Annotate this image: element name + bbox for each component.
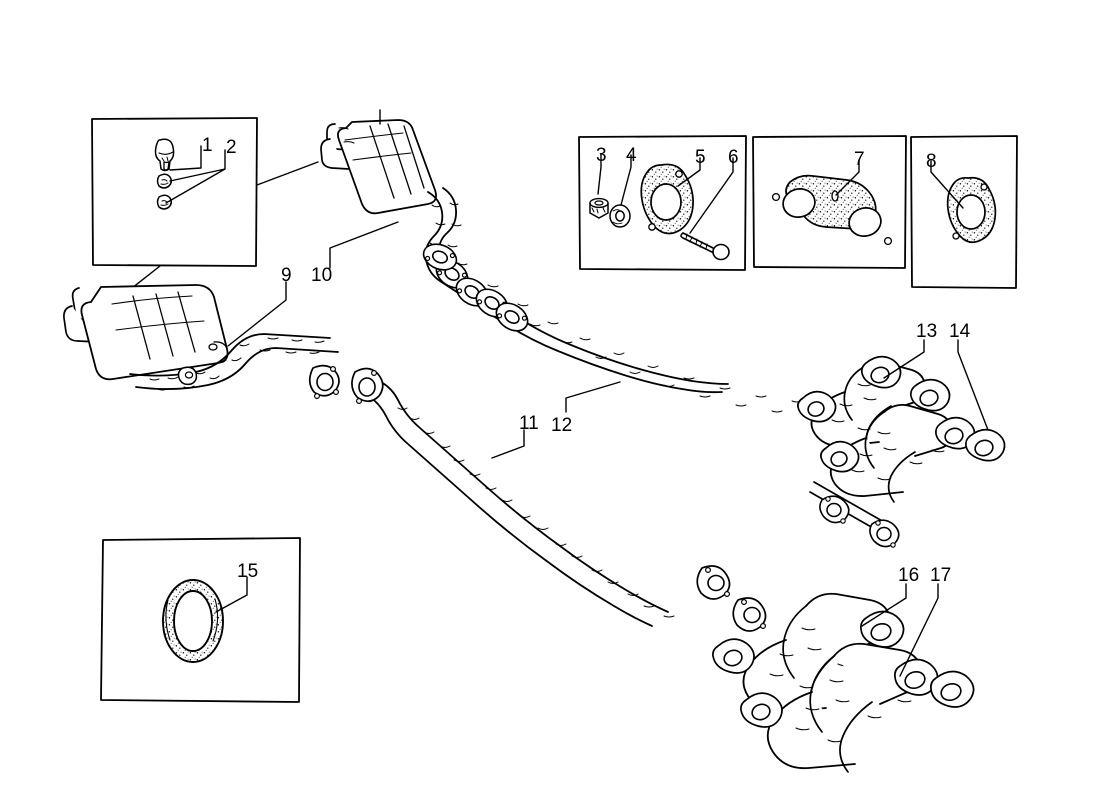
gasket-hardware-box-frame: [578, 135, 747, 271]
callout-label-14: 14: [949, 321, 971, 342]
callout-label-15: 15: [237, 561, 259, 582]
callout-label-8: 8: [926, 151, 937, 172]
ring-gasket-box-frame: [100, 537, 301, 703]
twin-gasket-box-frame: [752, 135, 907, 269]
rubber-mount-nut-b: [156, 194, 173, 210]
callout-label-10: 10: [311, 265, 333, 286]
rear-silencer-body: [63, 284, 229, 381]
callout-label-11: 11: [519, 413, 539, 434]
ring-gasket-part-15: [162, 579, 224, 663]
single-port-gasket-part-5: [640, 163, 694, 235]
lower-exhaust-pipe-run-11: [351, 367, 767, 632]
callout-label-4: 4: [626, 145, 637, 166]
callout-label-7: 7: [854, 149, 865, 170]
nut-part-3: [589, 197, 609, 219]
callout-label-16: 16: [898, 565, 920, 586]
callout-label-12: 12: [551, 415, 573, 436]
exhaust-manifold-rear-17: [740, 642, 975, 773]
center-silencer-body: [320, 109, 437, 215]
mounting-hardware-box-frame: [91, 117, 258, 267]
manifold-connector-tube: [809, 481, 900, 548]
callout-label-3: 3: [596, 145, 607, 166]
rubber-mount-part-1: [154, 138, 175, 172]
rubber-mount-nut-a: [156, 173, 173, 189]
exhaust-manifold-upper-13: [797, 355, 951, 453]
stud-bolt-part-6: [680, 232, 730, 261]
callout-label-17: 17: [930, 565, 952, 586]
callout-label-1: 1: [202, 135, 213, 156]
callout-label-9: 9: [281, 265, 292, 286]
lock-washer-part-4: [609, 204, 631, 228]
single-port-gasket-part-8: [946, 176, 997, 244]
callout-label-13: 13: [916, 321, 938, 342]
callout-label-5: 5: [695, 147, 706, 168]
exhaust-manifold-lower-14: [820, 403, 1006, 503]
rear-exhaust-pipe-9: [129, 333, 340, 400]
callout-label-6: 6: [728, 147, 739, 168]
single-gasket-box-frame: [910, 135, 1018, 289]
twin-port-gasket-part-7: [771, 174, 893, 246]
callout-label-2: 2: [226, 137, 237, 158]
upper-exhaust-pipe-run-12: [418, 187, 817, 417]
